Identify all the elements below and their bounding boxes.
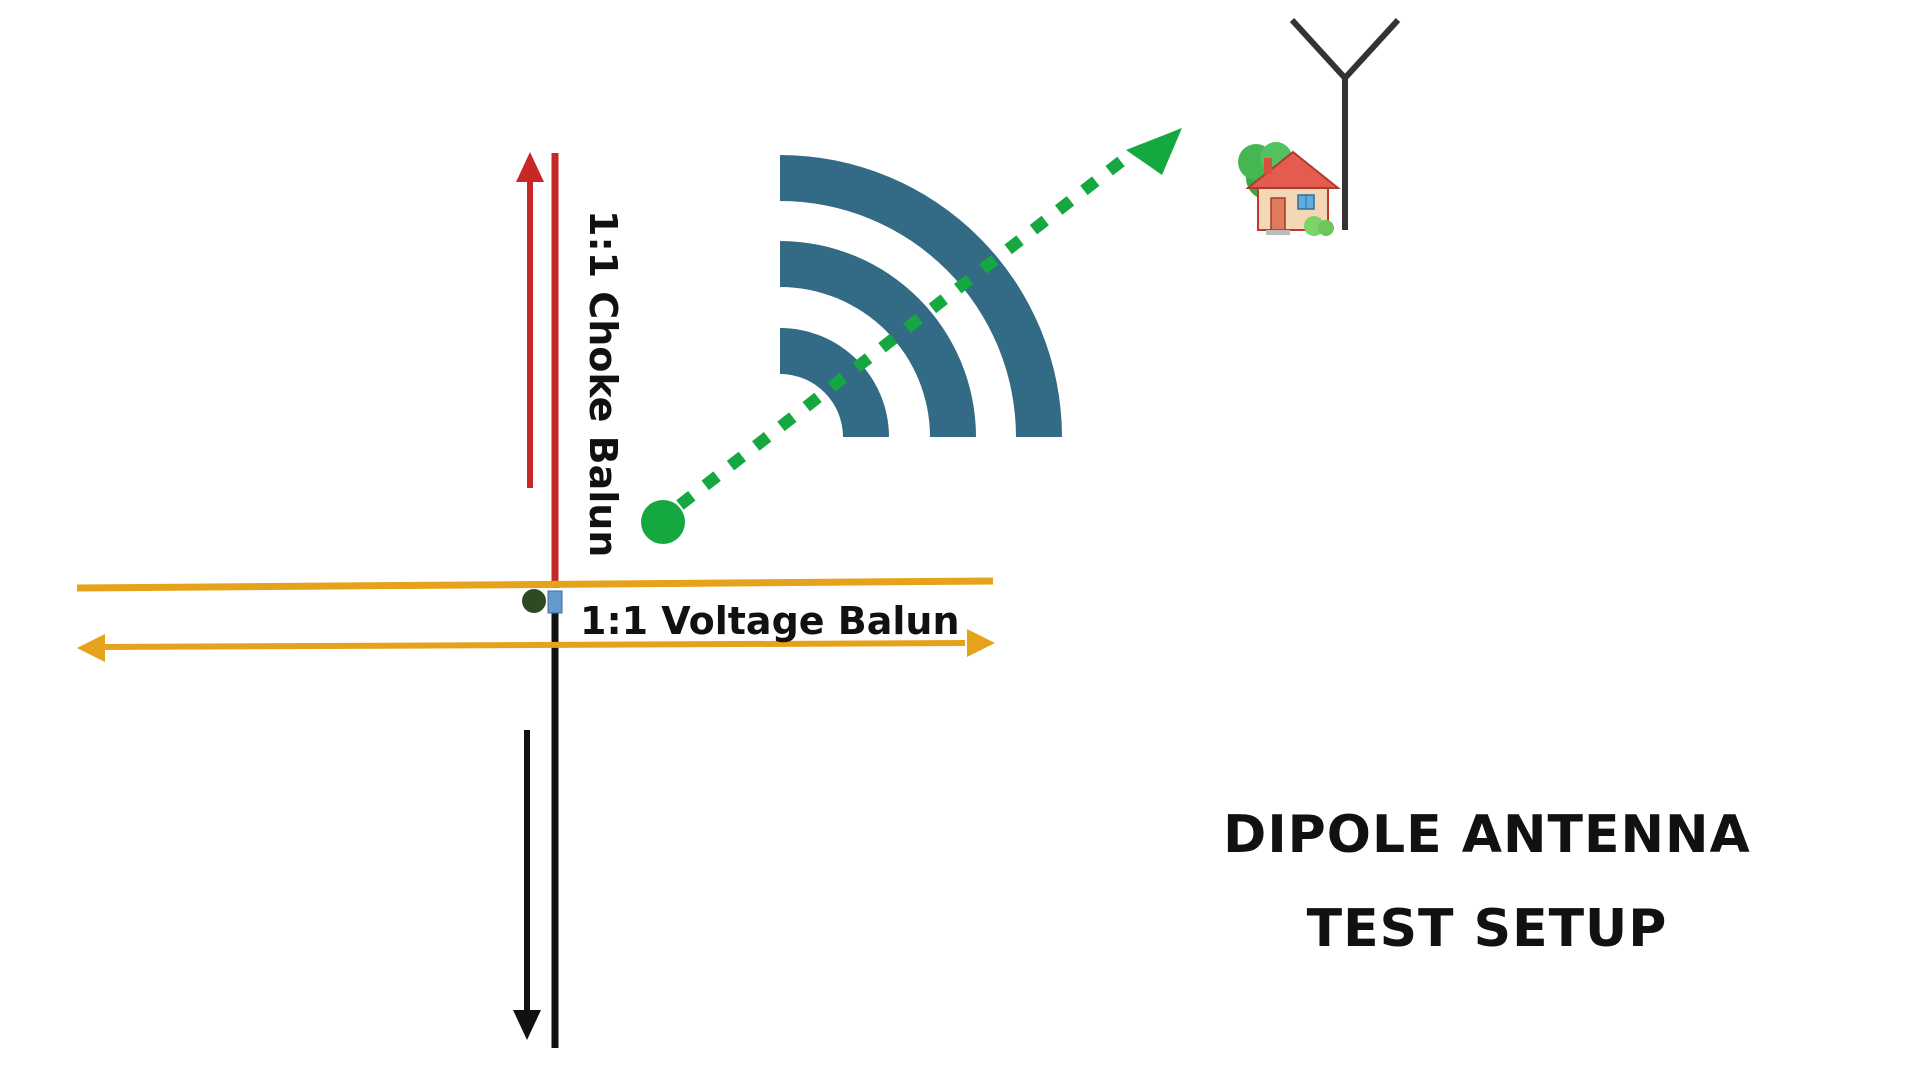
- wireless-signal-icon: [780, 155, 1062, 437]
- orange-horizontal-element: [76, 577, 994, 592]
- signal-path-arrow: [641, 128, 1182, 544]
- feedpoint-connector: [547, 590, 563, 614]
- black-down-arrow: [513, 730, 541, 1040]
- title-line-1: DIPOLE ANTENNA: [1223, 805, 1751, 865]
- title-line-2: TEST SETUP: [1307, 899, 1668, 959]
- antenna-icon: [1289, 17, 1401, 230]
- red-up-arrow: [516, 152, 544, 488]
- choke-balun-label: 1:1 Choke Balun: [581, 210, 625, 557]
- house-with-garden-icon: [1238, 142, 1341, 236]
- voltage-balun-label: 1:1 Voltage Balun: [580, 599, 960, 643]
- orange-double-arrow: [77, 629, 995, 662]
- signal-source-dot: [641, 500, 685, 544]
- feedpoint-dark-dot: [522, 589, 546, 613]
